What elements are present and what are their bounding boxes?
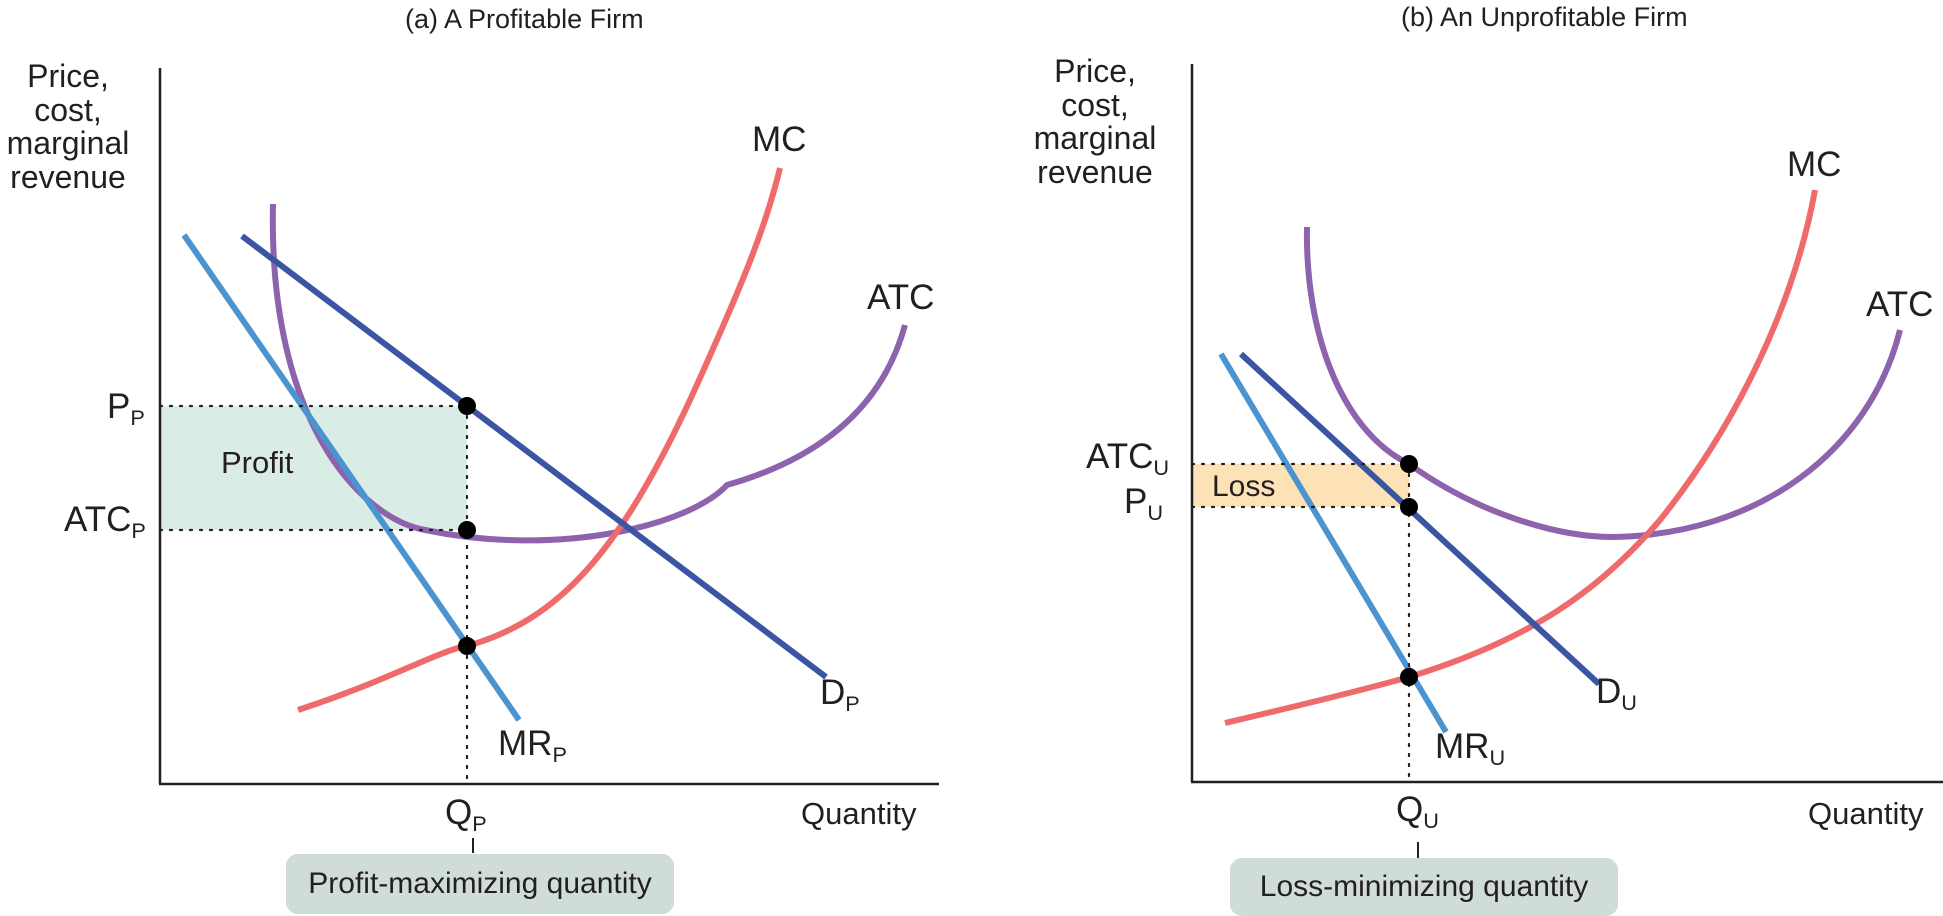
label-text: ATC: [64, 500, 132, 539]
label-text: P: [107, 387, 131, 426]
label-text: Q: [1396, 790, 1424, 829]
y-label-line: cost,: [1061, 86, 1129, 123]
panel-a-demand-label: DP: [820, 673, 860, 714]
label-text: P: [1124, 482, 1148, 521]
panel-a-guide-lines: [158, 404, 469, 784]
panel-a-atc-level-label: ATCP: [64, 500, 146, 541]
label-subscript: P: [552, 741, 567, 767]
label-text: ATC: [1866, 285, 1934, 324]
panel-a-quantity-label: QP: [445, 793, 487, 834]
panel-b-y-axis-label: Price, cost, marginal revenue: [1030, 53, 1160, 190]
y-label-line: Price,: [27, 58, 109, 94]
label-subscript: P: [131, 517, 146, 543]
panel-a-demand-curve: [240, 233, 828, 680]
label-subscript: U: [1147, 499, 1164, 525]
label-text: MR: [1435, 727, 1490, 766]
label-subscript: P: [845, 690, 860, 716]
y-label-line: marginal: [6, 125, 130, 162]
label-text: Q: [445, 793, 473, 832]
panel-b-mc-curve: [1224, 189, 1818, 726]
panel-b-mc-label: MC: [1787, 147, 1841, 182]
label-text: D: [1596, 672, 1622, 711]
panel-b-atc-level-label: ATCU: [1086, 437, 1169, 478]
panel-a-atc-label: ATC: [867, 280, 934, 315]
y-label-line: marginal: [1033, 120, 1157, 157]
label-subscript: U: [1153, 454, 1170, 480]
panel-a-mc-label: MC: [752, 122, 806, 157]
panel-a-quantity-note: Profit-maximizing quantity: [286, 854, 674, 914]
panel-b-x-axis-label: Quantity: [1808, 796, 1924, 831]
label-text: MC: [752, 120, 807, 159]
y-label-line: cost,: [34, 91, 102, 128]
panel-b-demand-point: [1400, 498, 1418, 516]
y-label-line: revenue: [1037, 153, 1153, 190]
panel-b-price-level-label: PU: [1124, 482, 1163, 523]
panel-b-loss-label: Loss: [1212, 470, 1276, 503]
label-subscript: U: [1423, 807, 1439, 833]
panel-b-mr-label: MRU: [1435, 727, 1505, 768]
panel-a-profit-label: Profit: [221, 445, 294, 480]
panel-a-y-axis-label: Price, cost, marginal revenue: [6, 58, 130, 195]
panel-a-title: (a) A Profitable Firm: [405, 4, 644, 34]
panel-a-mr-label: MRP: [498, 724, 567, 765]
label-text: MR: [498, 724, 553, 763]
panel-a-graph: [158, 68, 939, 853]
panel-b-atc-curve: [1303, 226, 1903, 541]
panel-b-demand-curve: [1238, 351, 1602, 687]
label-subscript: U: [1489, 744, 1506, 770]
label-text: MC: [1787, 145, 1842, 184]
label-text: ATC: [1086, 437, 1154, 476]
panel-b-demand-label: DU: [1596, 672, 1637, 713]
panel-a-demand-point: [458, 397, 476, 415]
panel-b-graph: [1190, 64, 1943, 858]
label-subscript: U: [1621, 689, 1637, 715]
panel-a-atc-point: [458, 521, 476, 539]
label-subscript: P: [130, 404, 145, 430]
label-subscript: P: [472, 810, 487, 836]
panel-b-guide-lines: [1190, 462, 1411, 784]
label-text: D: [820, 673, 846, 712]
panel-a-mc-curve: [297, 167, 783, 713]
label-text: ATC: [867, 278, 935, 317]
panel-b-quantity-label: QU: [1396, 790, 1439, 831]
panel-a-mc-mr-point: [458, 637, 476, 655]
panel-b-mc-mr-point: [1400, 668, 1418, 686]
panel-a-axes: [158, 68, 939, 786]
panel-b-atc-point: [1400, 455, 1418, 473]
panel-b-axes: [1190, 64, 1943, 784]
panel-b-title: (b) An Unprofitable Firm: [1401, 2, 1688, 32]
panel-a-x-axis-label: Quantity: [801, 796, 917, 831]
panel-a-price-level-label: PP: [107, 387, 145, 428]
y-label-line: revenue: [10, 158, 126, 195]
panel-b-atc-label: ATC: [1866, 287, 1933, 322]
panel-b-quantity-note: Loss-minimizing quantity: [1230, 858, 1618, 916]
y-label-line: Price,: [1054, 53, 1136, 89]
